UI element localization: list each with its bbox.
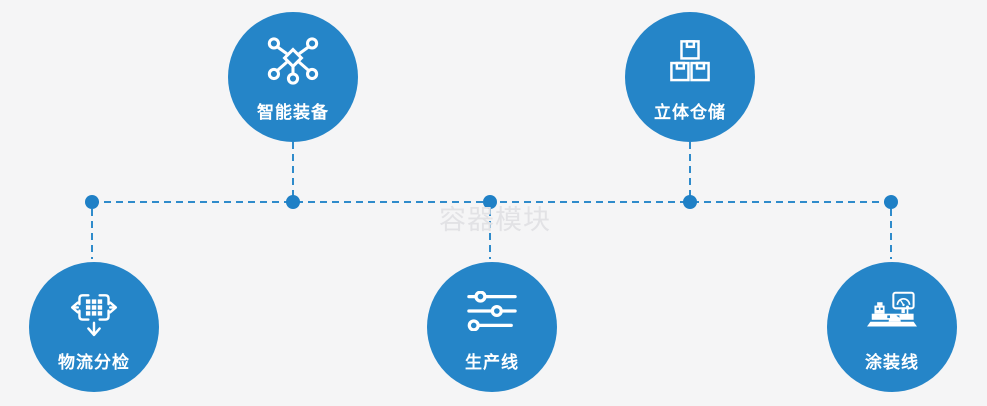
node-label: 物流分检 [58,353,130,372]
sorting-crossroads-icon [68,283,120,339]
node-painting-line: 涂装线 [827,262,957,392]
node-stereoscopic-warehouse: 立体仓储 [625,12,755,142]
machine-monitor-icon [865,283,919,339]
node-logistics-sorting: 物流分检 [29,262,159,392]
watermark-text: 容器模块 [439,205,551,235]
node-label: 立体仓储 [654,103,726,122]
node-label: 智能装备 [257,103,329,122]
node-intelligent-equipment: 智能装备 [228,12,358,142]
network-nodes-icon [264,33,322,89]
sliders-icon [467,283,517,339]
node-production-line: 生产线 [427,262,557,392]
node-label: 生产线 [465,353,519,372]
stacked-boxes-icon [666,33,714,89]
junction-dots [85,195,898,209]
node-label: 涂装线 [865,353,919,372]
